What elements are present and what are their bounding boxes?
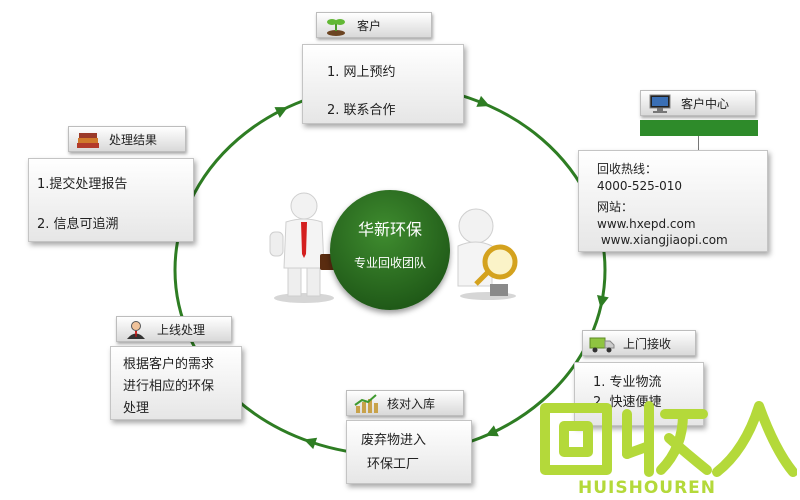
cycle-arrow-2 — [597, 295, 609, 308]
watermark-text: HUISHOUREN — [578, 478, 717, 498]
cycle-arrow-4 — [303, 437, 318, 450]
warehouse-line-2: 环保工厂 — [367, 457, 420, 472]
result-line-2: 2. 信息可追溯 — [37, 217, 119, 232]
warehouse-label: 核对入库 — [387, 397, 436, 411]
result-tag: 处理结果 — [68, 126, 186, 152]
service-center-label: 客户中心 — [681, 97, 730, 111]
online-tag: 上线处理 — [116, 316, 232, 342]
pickup-line-1: 1. 专业物流 — [593, 375, 662, 390]
pickup-label: 上门接收 — [623, 337, 672, 351]
cycle-arrow-6 — [274, 107, 288, 118]
cycle-arrow-3 — [485, 425, 499, 437]
online-box: 根据客户的需求 进行相应的环保 处理 — [110, 346, 242, 420]
service-website-2: www.xiangjiaopi.com — [597, 233, 728, 247]
pickup-tag: 上门接收 — [582, 330, 696, 356]
bar-chart-icon — [354, 394, 378, 413]
customer-label: 客户 — [357, 19, 382, 33]
warehouse-line-1: 废弃物进入 — [361, 433, 427, 448]
service-hotline-label: 回收热线： — [597, 162, 658, 176]
center-title: 华新环保 — [357, 220, 422, 239]
service-center-tag: 客户中心 — [640, 90, 756, 116]
service-center-connector — [698, 136, 699, 150]
result-box: 1.提交处理报告 2. 信息可追溯 — [28, 158, 194, 242]
service-center-box: 回收热线： 4000-525-010 网站： www.hxepd.com www… — [578, 150, 768, 252]
result-label: 处理结果 — [109, 133, 158, 147]
center-subtitle: 专业回收团队 — [353, 256, 426, 270]
person-icon — [127, 321, 145, 339]
online-line-3: 处理 — [123, 401, 150, 416]
service-website-label: 网站： — [597, 200, 634, 214]
customer-line-1: 1. 网上预约 — [327, 65, 396, 80]
center-badge: 华新环保 专业回收团队 — [330, 190, 450, 310]
service-hotline-number: 4000-525-010 — [597, 179, 683, 193]
cycle-arrow-1 — [476, 95, 490, 107]
businessman-figure — [269, 192, 338, 303]
online-label: 上线处理 — [157, 323, 206, 337]
customer-line-2: 2. 联系合作 — [327, 103, 396, 118]
truck-icon — [589, 337, 615, 353]
computer-icon — [649, 94, 671, 113]
customer-box: 1. 网上预约 2. 联系合作 — [302, 44, 464, 124]
warehouse-tag: 核对入库 — [346, 390, 464, 416]
online-line-1: 根据客户的需求 — [123, 357, 215, 372]
online-line-2: 进行相应的环保 — [123, 379, 215, 394]
service-website-1: www.hxepd.com — [597, 217, 696, 231]
service-center-bar — [640, 120, 758, 136]
magnifier-figure — [457, 208, 518, 300]
customer-tag: 客户 — [316, 12, 432, 38]
watermark-logo — [540, 401, 797, 477]
result-line-1: 1.提交处理报告 — [37, 177, 128, 192]
books-icon — [77, 133, 99, 148]
warehouse-box: 废弃物进入 环保工厂 — [346, 420, 472, 484]
plant-seedling-icon — [327, 19, 345, 36]
